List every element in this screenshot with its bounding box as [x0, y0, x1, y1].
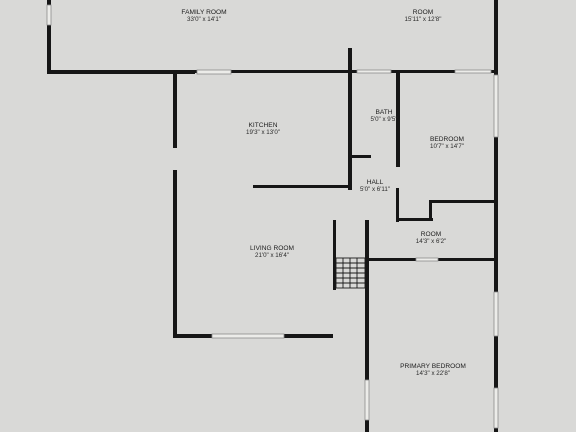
living-room-size: 21'0" x 16'4" [255, 252, 289, 259]
wall-primary-left [365, 220, 369, 432]
wall-family-bottom-mid [195, 70, 495, 73]
kitchen-size: 19'3" x 13'0" [246, 129, 280, 136]
family-room-size: 33'0" x 14'1" [187, 16, 221, 23]
wall-family-bottom-left [47, 70, 195, 74]
kitchen-name: KITCHEN [249, 122, 278, 129]
room-small-name: ROOM [421, 231, 442, 238]
room-upper-size: 15'11" x 12'8" [405, 16, 442, 23]
window [46, 4, 52, 26]
wall-hall-right [396, 188, 399, 222]
windows [46, 4, 499, 429]
window [454, 69, 492, 74]
wall-left-upper [173, 70, 177, 148]
window [196, 69, 232, 75]
family-room-name: FAMILY ROOM [181, 9, 226, 16]
wall-kitchen-right [348, 48, 352, 190]
wall-family-left [47, 0, 51, 74]
window [356, 69, 392, 74]
primary-bedroom-name: PRIMARY BEDROOM [400, 363, 466, 370]
bath-name: BATH [375, 109, 392, 116]
primary-bedroom-size: 14'3" x 22'8" [416, 370, 450, 377]
window [415, 257, 439, 262]
bedroom-name: BEDROOM [430, 136, 464, 143]
wall-right-outer [494, 0, 498, 432]
living-room-name: LIVING ROOM [250, 245, 294, 252]
room-labels: FAMILY ROOM 33'0" x 14'1" ROOM 15'11" x … [181, 9, 465, 377]
wall-hall-bottom [396, 218, 433, 221]
wall-stair-left [333, 220, 336, 290]
hall-size: 5'0" x 6'11" [360, 186, 390, 193]
staircase [335, 257, 366, 289]
bath-size: 5'0" x 9'5" [370, 116, 397, 123]
hall-name: HALL [367, 179, 384, 186]
wall-left-lower [173, 170, 177, 338]
wall-bedroom-bottom [429, 200, 497, 203]
wall-bath-right [396, 72, 400, 167]
room-upper-name: ROOM [413, 9, 434, 16]
room-small-size: 14'3" x 6'2" [416, 238, 447, 245]
window [493, 74, 499, 138]
window [211, 333, 285, 339]
wall-kitchen-bottom [253, 185, 352, 188]
wall-bedroom-notch [429, 201, 432, 221]
window [493, 291, 499, 337]
wall-bath-stub [351, 155, 371, 158]
window [493, 387, 499, 429]
window [364, 379, 370, 421]
bedroom-size: 10'7" x 14'7" [430, 143, 464, 150]
